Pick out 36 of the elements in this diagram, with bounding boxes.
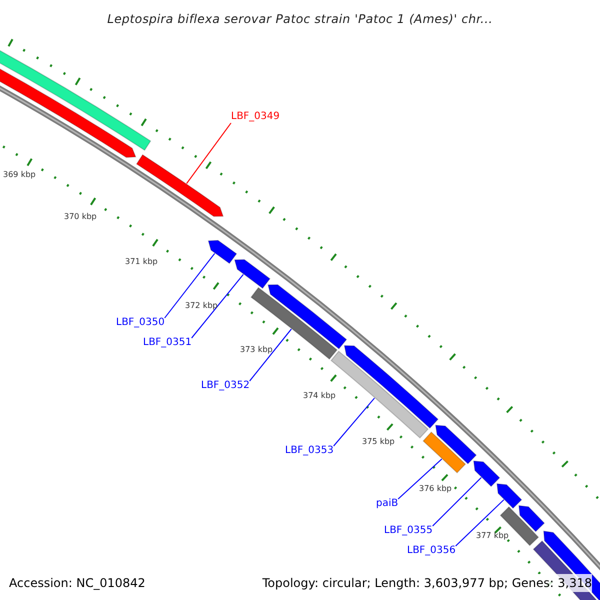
position-label: 371 kbp [125,257,158,267]
leader-line [191,274,244,338]
genome-info-text: Topology: circular; Length: 3,603,977 bp; Genes: 3,318 [262,574,592,592]
feature-bar [422,432,466,474]
gene-label: LBF_0351 [143,337,192,349]
gene-label: LBF_0356 [407,545,456,557]
leader-line [455,499,504,546]
gene-feature [208,240,237,264]
gene-feature [136,154,224,217]
position-label: 377 kbp [476,531,509,541]
position-label: 373 kbp [240,345,273,355]
position-label: 372 kbp [185,301,218,311]
gene-label: LBF_0349 [231,111,280,123]
position-label: 370 kbp [64,212,97,222]
leader-line [432,477,482,526]
position-label: 374 kbp [303,391,336,401]
gene-feature [518,505,545,532]
gene-label: LBF_0352 [201,380,250,392]
gene-label: LBF_0355 [384,525,433,537]
gene-feature [344,345,438,429]
leader-line [186,122,232,184]
gene-feature [234,259,270,289]
gene-label: LBF_0353 [285,445,334,457]
gene-feature [435,424,477,464]
position-label: 376 kbp [419,484,452,494]
title: Leptospira biflexa serovar Patoc strain 'Patoc 1 (Ames)' chr... [106,11,494,28]
leader-line [333,398,375,446]
leader-line [398,458,442,500]
gene-feature [473,460,500,487]
position-label: 375 kbp [362,437,395,447]
position-label: 369 kbp [3,170,36,180]
gene-label: LBF_0350 [116,317,165,329]
gene-label: paiB [376,498,398,510]
gene-feature [496,483,522,509]
leader-line [164,252,216,318]
leader-line [249,328,292,382]
